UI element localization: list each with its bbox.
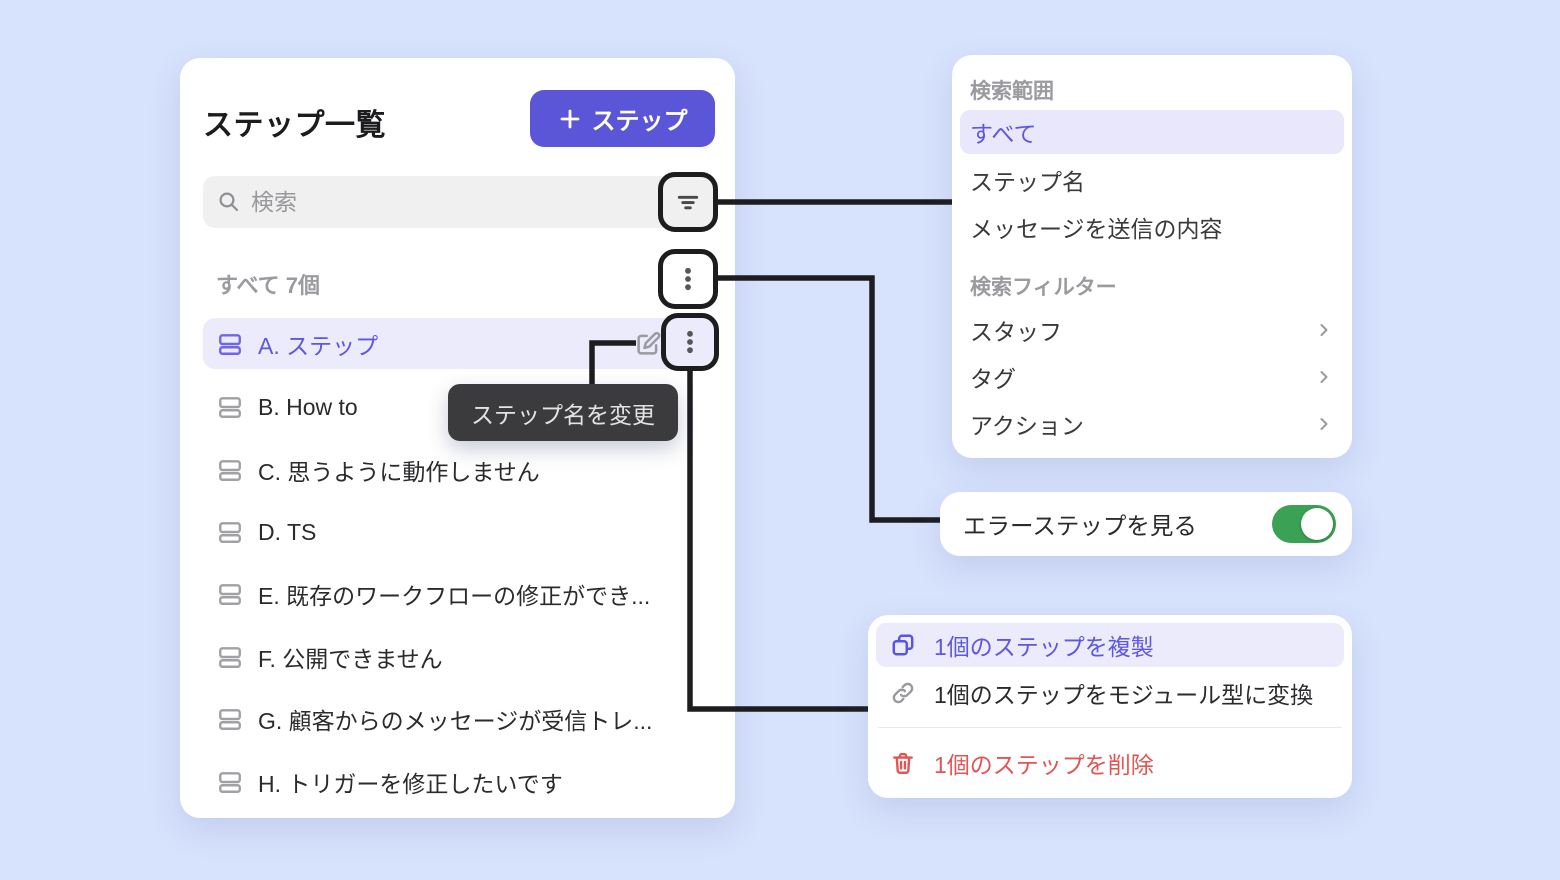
search-scope-header: 検索範囲 bbox=[970, 80, 1054, 103]
error-step-toggle-panel: エラーステップを見る bbox=[940, 492, 1352, 556]
link-icon bbox=[892, 682, 914, 704]
step-icon bbox=[219, 460, 241, 481]
search-input[interactable] bbox=[251, 188, 700, 216]
menu-item-label: 1個のステップをモジュール型に変換 bbox=[934, 682, 1314, 708]
step-list-item-f[interactable]: F. 公開できません bbox=[203, 635, 714, 679]
step-count-label: すべて 7個 bbox=[216, 268, 320, 300]
step-label: C. 思うように動作しません bbox=[258, 459, 540, 485]
add-step-button-label: ステップ bbox=[591, 108, 688, 135]
option-label: すべて bbox=[970, 121, 1037, 147]
connector-kebab-to-toggle bbox=[718, 275, 941, 523]
menu-item-delete-step[interactable]: 1個のステップを削除 bbox=[876, 741, 1344, 785]
scope-option-step-name[interactable]: ステップ名 bbox=[952, 158, 1352, 202]
option-label: ステップ名 bbox=[970, 169, 1085, 195]
search-icon bbox=[219, 192, 239, 212]
option-label: スタッフ bbox=[970, 319, 1062, 345]
step-label: B. How to bbox=[258, 393, 358, 420]
step-label: H. トリガーを修正したいです bbox=[258, 771, 563, 797]
step-label: F. 公開できません bbox=[258, 646, 443, 672]
step-context-menu: 1個のステップを複製 1個のステップをモジュール型に変換 1個のステップを削除 bbox=[868, 615, 1352, 798]
chevron-right-icon bbox=[1314, 414, 1334, 434]
step-list-item-c[interactable]: C. 思うように動作しません bbox=[203, 448, 714, 492]
step-list-item-h[interactable]: H. トリガーを修正したいです bbox=[203, 760, 714, 804]
option-label: アクション bbox=[970, 413, 1084, 439]
page-title: ステップ一覧 bbox=[203, 109, 386, 142]
chevron-right-icon bbox=[1314, 367, 1334, 387]
step-icon bbox=[219, 709, 241, 730]
step-icon bbox=[219, 772, 241, 793]
count-scope: すべて bbox=[216, 273, 280, 298]
filter-icon bbox=[677, 195, 699, 210]
search-field[interactable] bbox=[203, 176, 714, 228]
list-options-button[interactable] bbox=[658, 249, 718, 309]
step-icon bbox=[219, 333, 241, 355]
step-list-item-e[interactable]: E. 既存のワークフローの修正ができ... bbox=[203, 572, 714, 616]
scope-option-message-content[interactable]: メッセージを送信の内容 bbox=[952, 205, 1352, 249]
scope-option-all[interactable]: すべて bbox=[960, 110, 1344, 154]
search-options-menu: 検索範囲 すべて ステップ名 メッセージを送信の内容 検索フィルター スタッフ … bbox=[952, 55, 1352, 458]
step-icon bbox=[219, 584, 241, 605]
error-step-toggle[interactable] bbox=[1272, 505, 1336, 543]
step-icon bbox=[219, 397, 241, 418]
filter-option-tag[interactable]: タグ bbox=[952, 355, 1352, 399]
filter-option-staff[interactable]: スタッフ bbox=[952, 308, 1352, 352]
step-label: A. ステップ bbox=[258, 332, 379, 359]
menu-divider bbox=[878, 727, 1342, 728]
kebab-menu-icon bbox=[685, 267, 691, 291]
copy-icon bbox=[892, 634, 914, 656]
menu-item-convert-step-modular[interactable]: 1個のステップをモジュール型に変換 bbox=[876, 671, 1344, 715]
search-filter-button[interactable] bbox=[658, 172, 718, 232]
chevron-right-icon bbox=[1314, 320, 1334, 340]
step-list-item-g[interactable]: G. 顧客からのメッセージが受信トレ... bbox=[203, 697, 714, 741]
plus-icon bbox=[560, 109, 579, 128]
count-value: 7個 bbox=[285, 273, 320, 298]
search-filter-header: 検索フィルター bbox=[970, 276, 1117, 299]
trash-icon bbox=[893, 752, 913, 774]
edit-step-name-icon[interactable] bbox=[633, 329, 663, 359]
step-label: D. TS bbox=[258, 518, 317, 545]
step-options-button[interactable] bbox=[661, 313, 719, 371]
add-step-button[interactable]: ステップ bbox=[530, 90, 715, 147]
option-label: タグ bbox=[970, 366, 1016, 392]
error-toggle-label: エラーステップを見る bbox=[963, 513, 1197, 539]
menu-item-label: 1個のステップを削除 bbox=[934, 752, 1154, 778]
rename-step-tooltip: ステップ名を変更 bbox=[448, 384, 678, 441]
step-label: G. 顧客からのメッセージが受信トレ... bbox=[258, 708, 653, 734]
option-label: メッセージを送信の内容 bbox=[970, 216, 1223, 242]
step-label: E. 既存のワークフローの修正ができ... bbox=[258, 583, 651, 609]
menu-item-duplicate-step[interactable]: 1個のステップを複製 bbox=[876, 623, 1344, 667]
menu-item-label: 1個のステップを複製 bbox=[934, 634, 1154, 660]
step-icon bbox=[219, 647, 241, 668]
step-icon bbox=[219, 522, 241, 543]
tooltip-label: ステップ名を変更 bbox=[471, 401, 655, 428]
filter-option-action[interactable]: アクション bbox=[952, 402, 1352, 446]
step-list-item-d[interactable]: D. TS bbox=[203, 510, 714, 554]
toggle-knob bbox=[1301, 508, 1333, 540]
kebab-menu-icon bbox=[687, 330, 693, 354]
step-list-item-b[interactable]: B. How to bbox=[203, 385, 714, 429]
